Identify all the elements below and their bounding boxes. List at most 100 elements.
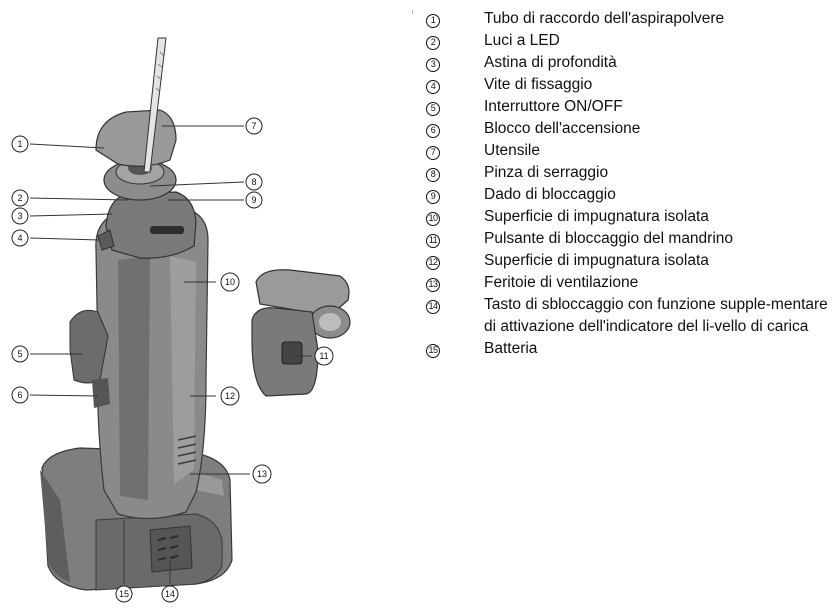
legend-number-circle: 12 — [426, 255, 440, 270]
callout-15-circle — [115, 585, 133, 603]
callout-15: 15 — [119, 589, 129, 599]
callout-14-circle — [161, 585, 179, 603]
tool-head — [97, 159, 197, 259]
parts-legend: 1 Tubo di raccordo dell'aspirapolvere 2 Luc… — [424, 8, 836, 360]
leader-3 — [29, 213, 113, 217]
callout-8-circle — [245, 173, 263, 191]
legend-item: 8 Pinza di serraggio — [424, 162, 836, 184]
legend-number: 4 — [424, 74, 484, 96]
callout-3: 3 — [17, 211, 22, 221]
callout-6: 6 — [17, 390, 22, 400]
legend-text: Pinza di serraggio — [484, 164, 609, 181]
callout-2-circle — [11, 189, 29, 207]
legend-number-circle: 2 — [426, 35, 440, 50]
legend-number-circle: 15 — [426, 343, 440, 358]
legend-number: 3 — [424, 52, 484, 74]
callout-11-circle — [314, 346, 334, 366]
callout-5-circle — [11, 345, 29, 363]
legend-number-circle: 8 — [426, 167, 440, 182]
legend-number-circle: 10 — [426, 211, 440, 226]
legend-item: 11 Pulsante di bloccaggio del mandrino — [424, 228, 836, 250]
leader-6 — [29, 394, 99, 397]
legend-number: 11 — [424, 228, 484, 250]
callout-4-circle — [11, 229, 29, 247]
legend-text: Blocco dell'accensione — [484, 120, 641, 137]
callout-2: 2 — [17, 193, 22, 203]
switch-lock — [92, 378, 110, 408]
tool-drawing: 1 2 3 4 5 6 7 8 9 10 11 12 13 14 15 — [11, 37, 351, 603]
legend-text: Pulsante di bloccaggio del mandrino — [484, 230, 734, 247]
tool-body — [95, 207, 209, 520]
leader-1 — [29, 143, 105, 149]
legend-number: 9 — [424, 184, 484, 206]
callout-4: 4 — [17, 233, 22, 243]
legend-item: 4 Vite di fissaggio — [424, 74, 836, 96]
legend-number-circle: 7 — [426, 145, 440, 160]
legend-text: Batteria — [484, 340, 538, 357]
legend-number-circle: 3 — [426, 57, 440, 72]
callout-9-circle — [245, 191, 263, 209]
legend-item: 12 Superficie di impugnatura isolata — [424, 250, 836, 272]
legend-number: 1 — [424, 8, 484, 30]
callout-7: 7 — [251, 121, 256, 131]
callout-12: 12 — [225, 391, 235, 401]
callout-14: 14 — [165, 589, 175, 599]
callout-11: 11 — [319, 351, 328, 361]
callout-5: 5 — [17, 349, 22, 359]
legend-number-circle: 11 — [426, 233, 440, 248]
legend-number-circle: 13 — [426, 277, 440, 292]
leader-4 — [29, 237, 101, 241]
callout-8: 8 — [251, 177, 256, 187]
callout-7-circle — [245, 117, 263, 135]
legend-item: 2 Luci a LED — [424, 30, 836, 52]
leader-2 — [29, 197, 129, 201]
legend-number: 12 — [424, 250, 484, 272]
callout-1-circle — [11, 135, 29, 153]
callout-10-circle — [220, 272, 240, 292]
legend-number: 8 — [424, 162, 484, 184]
legend-text: Dado di bloccaggio — [484, 186, 616, 203]
legend-number: 5 — [424, 96, 484, 118]
callout-12-circle — [220, 386, 240, 406]
legend-text: Feritoie di ventilazione — [484, 274, 639, 291]
legend-number-circle: 4 — [426, 79, 440, 94]
legend-number: 10 — [424, 206, 484, 228]
legend-number-circle: 5 — [426, 101, 440, 116]
legend-item: 14 Tasto di sbloccaggio con funzione supp… — [424, 294, 836, 338]
divider — [412, 10, 413, 14]
callout-9: 9 — [251, 195, 256, 205]
inset-view — [251, 269, 351, 397]
legend-number-circle: 6 — [426, 123, 440, 138]
legend-number-circle: 9 — [426, 189, 440, 204]
legend-item: 15 Batteria — [424, 338, 836, 360]
legend-text: Tasto di sbloccaggio con funzione supple… — [484, 296, 828, 335]
callout-10: 10 — [225, 277, 235, 287]
dust-tube — [95, 109, 177, 167]
legend-text: Superficie di impugnatura isolata — [484, 252, 709, 269]
legend-number: 15 — [424, 338, 484, 360]
legend-item: 6 Blocco dell'accensione — [424, 118, 836, 140]
legend-text: Superficie di impugnatura isolata — [484, 208, 709, 225]
legend-text: Interruttore ON/OFF — [484, 98, 623, 115]
legend-text: Vite di fissaggio — [484, 76, 593, 93]
callout-13-circle — [252, 464, 272, 484]
callout-13: 13 — [257, 469, 267, 479]
callout-6-circle — [11, 386, 29, 404]
legend-number: 6 — [424, 118, 484, 140]
legend-text: Astina di profondità — [484, 54, 617, 71]
legend-item: 3 Astina di profondità — [424, 52, 836, 74]
legend-number-circle: 14 — [426, 299, 440, 314]
legend-number: 14 — [424, 294, 484, 316]
tool-bit — [143, 37, 167, 173]
callout-3-circle — [11, 207, 29, 225]
leader-8 — [149, 181, 245, 187]
legend-number-circle: 1 — [426, 13, 440, 28]
legend-text: Tubo di raccordo dell'aspirapolvere — [484, 10, 725, 27]
legend-number: 2 — [424, 30, 484, 52]
legend-number: 7 — [424, 140, 484, 162]
legend-item: 13 Feritoie di ventilazione — [424, 272, 836, 294]
legend-item: 10 Superficie di impugnatura isolata — [424, 206, 836, 228]
legend-text: Luci a LED — [484, 32, 560, 49]
legend-item: 5 Interruttore ON/OFF — [424, 96, 836, 118]
